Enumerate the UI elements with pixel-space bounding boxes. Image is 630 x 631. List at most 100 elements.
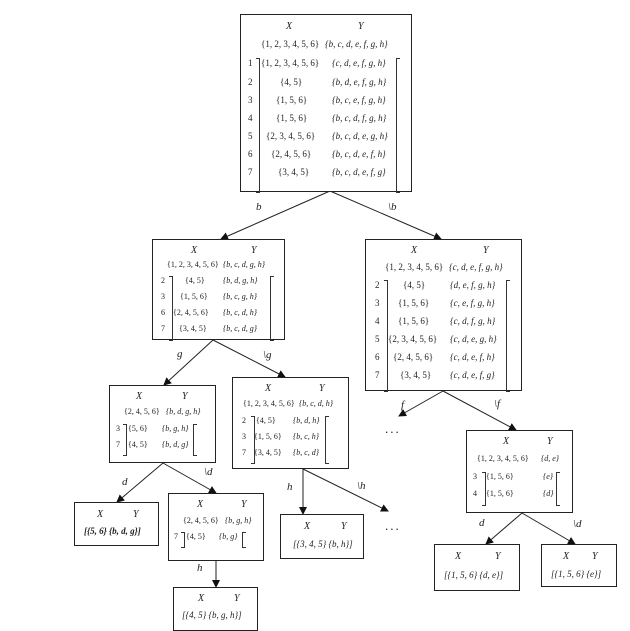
edge-not-d2 [521,512,576,545]
row-index: 1 [248,58,253,68]
row-y: {c, d, e, f, g} [450,370,495,380]
row-x: {1, 5, 6} [180,292,208,301]
row-x: {4, 5} [186,532,206,541]
row-index: 7 [116,440,120,449]
x-all: {1, 2, 3, 4, 5, 6} [477,454,529,463]
row-y: {b, d, h} [293,416,320,425]
root-node: X Y {1, 2, 3, 4, 5, 6} {b, c, d, e, f, g… [240,14,412,193]
y-header: Y [234,593,240,604]
row-index: 2 [248,77,253,87]
node-not-f: X Y {1, 2, 3, 4, 5, 6} {d, e} 3 {1, 5, 6… [466,430,573,513]
row-index: 3 [116,424,120,433]
row-y: {b, c, d, f, g, h} [332,113,387,123]
y-header: Y [495,551,501,562]
row-x: {1, 5, 6} [398,298,430,308]
leaf-g-d: X Y [{5, 6} {b, d, g}] [74,502,159,546]
edge-not-g [212,339,286,378]
x-header: X [265,383,272,394]
row-y: {b, g, h} [162,424,189,433]
row-index: 3 [242,432,246,441]
row-y: {c, d, e, f, g, h} [332,58,386,68]
row-y: {d} [543,489,554,498]
x-all: {2, 4, 5, 6} [183,516,219,525]
row-x: {3, 4, 5} [278,167,310,177]
y-header: Y [341,521,347,532]
row-index: 2 [161,276,165,285]
leaf-not-f-not-d: X Y [{1, 5, 6} {e}] [541,544,617,587]
ellipsis-f-branch: ... [385,421,401,436]
row-index: 7 [174,532,178,541]
y-all: {b, c, d, g, h} [223,260,265,269]
row-index: 6 [375,352,380,362]
x-header: X [191,245,198,256]
row-x: {1, 5, 6} [398,316,430,326]
left-bracket [169,276,173,341]
x-all: {1, 2, 3, 4, 5, 6} [385,262,444,272]
row-index: 3 [248,95,253,105]
node-not-b: X Y {1, 2, 3, 4, 5, 6} {c, d, e, f, g, h… [365,239,522,392]
edge-d2 [485,512,523,545]
x-header: X [411,245,418,256]
row-index: 2 [242,416,246,425]
leaf-not-f-d: X Y [{1, 5, 6} {d, e}] [434,544,520,591]
edge-label-h: h [287,481,293,493]
row-x: {4, 5} [280,77,303,87]
row-y: {b, d, g} [162,440,189,449]
row-y: {b, c, d, g} [223,324,257,333]
ellipsis-not-h-branch: ... [385,518,401,533]
row-y: {c, e, f, g, h} [450,298,495,308]
right-bracket [506,280,510,392]
concept: [{3, 4, 5} {b, h}] [293,539,353,549]
edge-label-not-d2: \d [573,518,582,530]
row-y: {b, c, e, f, g, h} [332,95,386,105]
concept: [{1, 5, 6} {d, e}] [444,570,504,580]
x-header: X [503,436,510,447]
row-index: 6 [248,149,253,159]
y-header: Y [319,383,325,394]
edge-f [398,390,444,417]
y-header: Y [358,21,364,32]
right-bracket [396,58,400,193]
row-y: {b, g} [219,532,238,541]
leaf-g-not-d-h: X Y [{4, 5} {b, g, h}] [173,587,258,631]
edge-label-not-b: \b [388,201,397,213]
y-header: Y [182,391,188,402]
row-x: {3, 4, 5} [400,370,432,380]
y-header: Y [483,245,489,256]
row-index: 7 [161,324,165,333]
edge-label-not-g: \g [263,349,272,361]
edge-layer [116,190,576,588]
row-index: 3 [161,292,165,301]
concept: [{5, 6} {b, d, g}] [84,526,141,536]
edge-label-not-h: \h [357,480,366,492]
edge-label-f: f [401,399,405,411]
node-g-not-d: X Y {2, 4, 5, 6} {b, g, h} 7 {4, 5} {b, … [168,493,264,561]
row-y: {b, d, e, f, g, h} [332,77,387,87]
y-header: Y [592,551,598,562]
y-all: {b, d, g, h} [166,407,201,416]
edge-label-b: b [256,201,262,213]
x-all: {1, 2, 3, 4, 5, 6} [243,399,295,408]
row-index: 4 [375,316,380,326]
row-index: 3 [375,298,380,308]
row-x: {3, 4, 5} [254,448,282,457]
row-index: 4 [473,489,477,498]
node-g: X Y {2, 4, 5, 6} {b, d, g, h} 3 {5, 6} {… [109,385,216,463]
row-x: {1, 5, 6} [276,113,308,123]
row-index: 3 [473,472,477,481]
row-y: {b, c, d, e, f, g} [332,167,386,177]
row-x: {4, 5} [256,416,276,425]
row-x: {4, 5} [403,280,426,290]
concept: [{1, 5, 6} {e}] [551,569,602,579]
edge-label-not-f: \f [494,398,501,410]
edge-label-d: d [122,476,128,488]
y-header: Y [133,509,139,520]
row-x: {2, 4, 5, 6} [271,149,312,159]
row-x: {1, 5, 6} [486,472,514,481]
row-x: {2, 3, 4, 5, 6} [388,334,438,344]
edge-not-h [302,468,389,512]
left-bracket [181,532,185,548]
concept: [{4, 5} {b, g, h}] [182,610,242,620]
row-y: {b, c, h} [293,432,319,441]
left-bracket [123,424,127,456]
